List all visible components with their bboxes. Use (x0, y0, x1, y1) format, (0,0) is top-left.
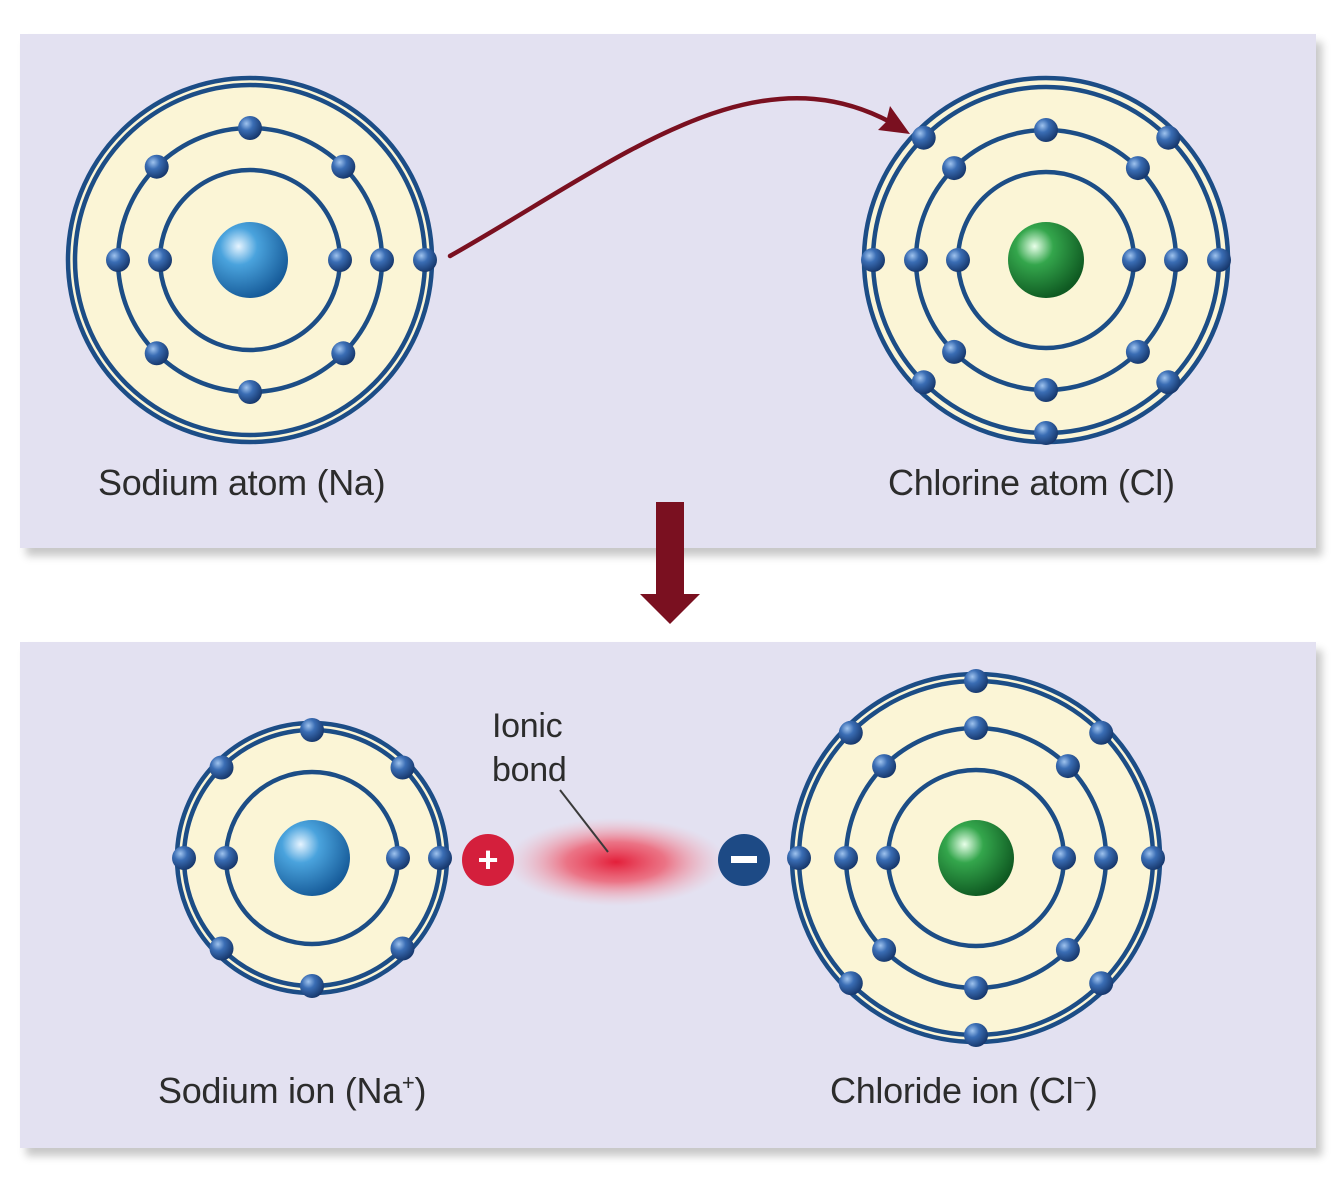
nucleus (1008, 222, 1084, 298)
electron (838, 720, 863, 745)
electron (911, 370, 936, 395)
electron (331, 341, 356, 366)
electron (144, 154, 169, 179)
electron (942, 339, 967, 364)
sodium-ion (172, 718, 452, 998)
electron (787, 846, 811, 870)
sodium-ion-charge-superscript: + (401, 1070, 415, 1095)
ionic-bond-pointer (559, 789, 609, 853)
electron (1125, 339, 1150, 364)
electron (238, 116, 262, 140)
electron (106, 248, 130, 272)
electron (1034, 421, 1058, 445)
negative-charge-symbol (731, 856, 757, 863)
nucleus (274, 820, 350, 896)
electron (946, 248, 970, 272)
electron-transfer-arrowhead (878, 106, 910, 134)
electron (209, 936, 234, 961)
chloride-ion (787, 669, 1165, 1047)
electron (964, 976, 988, 1000)
electron (1052, 846, 1076, 870)
electron (1094, 846, 1118, 870)
sodium-atom-label: Sodium atom (Na) (98, 462, 386, 503)
electron (144, 341, 169, 366)
electron (1164, 248, 1188, 272)
electron (386, 846, 410, 870)
reaction-down-arrow (640, 502, 700, 624)
electron (238, 380, 262, 404)
chloride-ion-label-text: Chloride ion (Cl (830, 1070, 1074, 1111)
electron (1055, 754, 1080, 779)
electron (1141, 846, 1165, 870)
electron (904, 248, 928, 272)
electron (861, 248, 885, 272)
electron (1034, 378, 1058, 402)
electron (872, 937, 897, 962)
electron (331, 154, 356, 179)
electron (911, 125, 936, 150)
ionic-bond-label: Ionic bond (492, 704, 567, 792)
nucleus (938, 820, 1014, 896)
electron (328, 248, 352, 272)
electron (370, 248, 394, 272)
electron (390, 755, 415, 780)
electron (300, 974, 324, 998)
electron (172, 846, 196, 870)
electron (1207, 248, 1231, 272)
electron (872, 754, 897, 779)
electron (964, 669, 988, 693)
electron (1156, 370, 1181, 395)
positive-charge-symbol: + (477, 839, 498, 880)
nucleus (212, 222, 288, 298)
electron (1089, 720, 1114, 745)
electron (300, 718, 324, 742)
electron (413, 248, 437, 272)
electron (838, 971, 863, 996)
electron (876, 846, 900, 870)
chlorine-atom-label: Chlorine atom (Cl) (888, 462, 1175, 503)
electron (942, 156, 967, 181)
electron (834, 846, 858, 870)
electron (148, 248, 172, 272)
sodium-ion-label-close: ) (414, 1070, 427, 1111)
ionic-bond-glow (506, 818, 726, 906)
electron (428, 846, 452, 870)
electron (964, 716, 988, 740)
sodium-ion-label: Sodium ion (Na+) (158, 1070, 426, 1112)
electron (1122, 248, 1146, 272)
positive-charge-icon: + (462, 834, 514, 886)
electron (1089, 971, 1114, 996)
electron (390, 936, 415, 961)
chloride-ion-label: Chloride ion (Cl−) (830, 1070, 1098, 1112)
sodium-atom (65, 75, 437, 445)
negative-charge-icon (718, 834, 770, 886)
ionic-bond-label-line2: bond (492, 751, 567, 789)
electron (214, 846, 238, 870)
electron (1156, 125, 1181, 150)
electron (1055, 937, 1080, 962)
electron (1034, 118, 1058, 142)
sodium-ion-label-text: Sodium ion (Na (158, 1070, 402, 1111)
ionic-bond-label-line1: Ionic (492, 707, 563, 745)
electron (209, 755, 234, 780)
chloride-ion-charge-superscript: − (1073, 1070, 1086, 1095)
electron (964, 1023, 988, 1047)
chloride-ion-label-close: ) (1085, 1070, 1098, 1111)
electron (1125, 156, 1150, 181)
chlorine-atom (861, 75, 1231, 445)
electron-transfer-arrow (447, 95, 907, 259)
